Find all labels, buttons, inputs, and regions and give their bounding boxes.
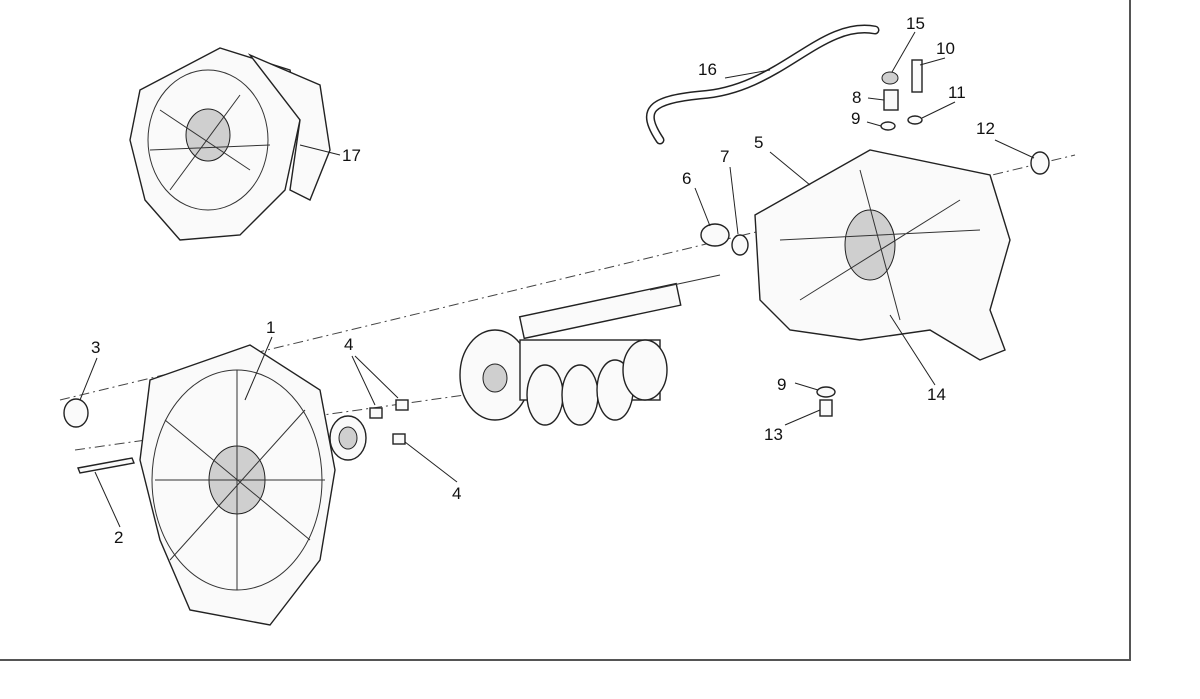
part-17-housing (129, 47, 331, 241)
part-4-screw (369, 407, 383, 419)
part-2-bolt (77, 457, 135, 474)
callout-2: 2 (114, 528, 123, 547)
callout-1: 1 (266, 318, 275, 337)
part-13-bolt (819, 399, 833, 417)
part-4-screw (392, 433, 406, 445)
part-4-screw (395, 399, 409, 411)
part-10-sensor (911, 59, 923, 93)
callout-9: 9 (851, 109, 860, 128)
part-12-plug (1030, 151, 1050, 175)
callout-15: 15 (906, 14, 925, 33)
callout-3: 3 (91, 338, 100, 357)
part-9-washer (880, 121, 896, 131)
part-8-fitting (883, 89, 899, 111)
part-bearing (329, 415, 367, 461)
callout-13: 13 (764, 425, 783, 444)
part-3-plug (63, 398, 89, 428)
callout-16: 16 (698, 60, 717, 79)
callout-9: 9 (777, 375, 786, 394)
callout-5: 5 (754, 133, 763, 152)
callout-17: 17 (342, 146, 361, 165)
part-16-hose (646, 24, 880, 145)
part-7-seal (731, 234, 749, 256)
part-6-plug (700, 223, 730, 247)
callout-8: 8 (852, 88, 861, 107)
callout-4: 4 (452, 484, 461, 503)
part-15-cap (881, 71, 899, 85)
callout-7: 7 (720, 147, 729, 166)
callout-14: 14 (927, 385, 946, 404)
part-5-housing (754, 149, 1011, 361)
callout-10: 10 (936, 39, 955, 58)
part-11-washer (907, 115, 923, 125)
callout-4: 4 (344, 335, 353, 354)
part-1-housing (139, 344, 336, 626)
leader-lines (79, 31, 1035, 528)
gearbox-cluster (459, 274, 721, 426)
diagram-frame (0, 0, 1131, 661)
callout-11: 11 (948, 83, 966, 102)
callout-12: 12 (976, 119, 995, 138)
part-9-washer (816, 386, 836, 398)
callout-6: 6 (682, 169, 691, 188)
